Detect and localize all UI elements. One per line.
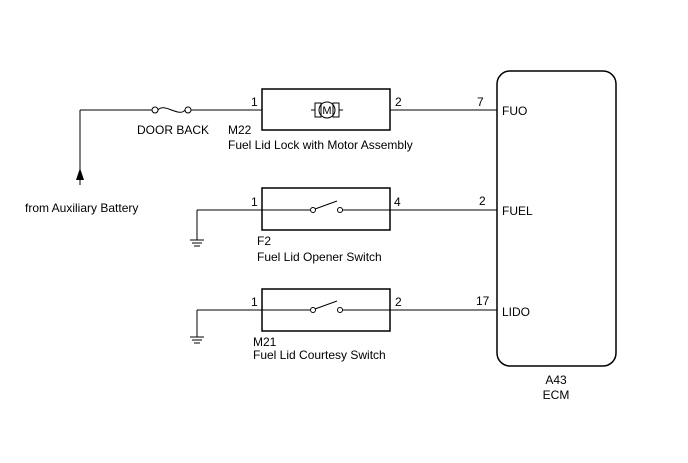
motor-icon: M [311, 101, 343, 119]
m22-box [261, 88, 391, 131]
m22-name: Fuel Lid Lock with Motor Assembly [228, 138, 413, 152]
ecm-terminal-lido: LIDO [502, 305, 530, 319]
battery-label: from Auxiliary Battery [25, 201, 138, 215]
f2-pin-out: 4 [394, 195, 401, 209]
m21-pin-in: 1 [251, 295, 258, 309]
ecm-connector-label: A43 [545, 373, 567, 387]
ecm-terminal-fuo: FUO [502, 104, 527, 118]
f2-name: Fuel Lid Opener Switch [257, 250, 382, 264]
m22-pin-out: 2 [395, 95, 402, 109]
m22-code: M22 [228, 123, 252, 137]
fuse-label: DOOR BACK [137, 123, 209, 137]
ecm-terminal-fuel: FUEL [502, 204, 533, 218]
ecm-name-label: ECM [543, 388, 570, 402]
f2-ground [190, 209, 262, 247]
m22-ecm-pin: 7 [477, 95, 484, 109]
f2-box [261, 187, 391, 231]
switch-icon [262, 200, 390, 213]
ground-icon [190, 336, 204, 344]
motor-symbol: M [322, 105, 331, 117]
ecm-box [496, 70, 617, 367]
m21-ecm-pin: 17 [476, 294, 490, 308]
m21-name: Fuel Lid Courtesy Switch [253, 348, 386, 362]
fuse-icon [151, 106, 192, 114]
f2-pin-in: 1 [251, 195, 258, 209]
battery-feed [76, 109, 152, 185]
m21-code: M21 [253, 335, 277, 349]
switch-icon [262, 300, 390, 313]
f2-ecm-pin: 2 [479, 194, 486, 208]
m21-ground [190, 309, 262, 344]
f2-code: F2 [257, 234, 271, 248]
arrow-up-icon [76, 168, 84, 180]
m21-pin-out: 2 [395, 295, 402, 309]
ground-icon [190, 239, 204, 247]
m22-pin-in: 1 [251, 95, 258, 109]
